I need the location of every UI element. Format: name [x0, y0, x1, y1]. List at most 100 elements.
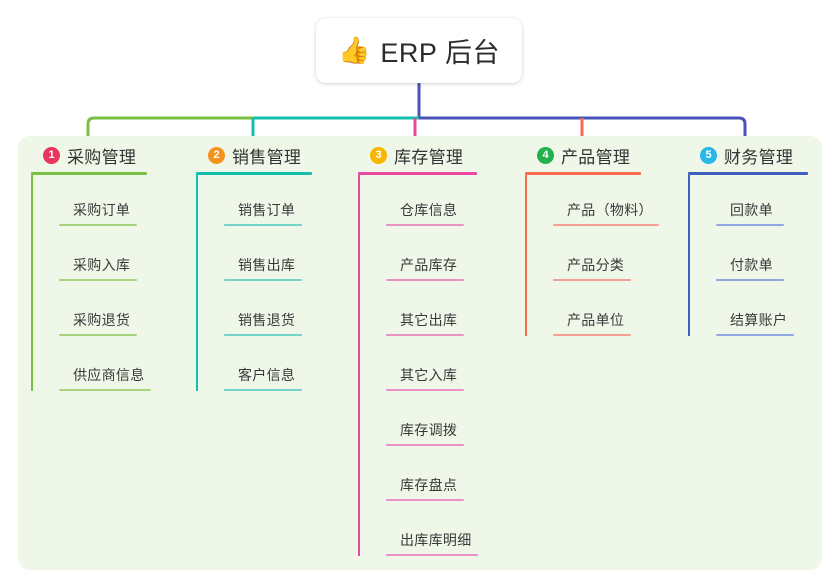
leaf-underline: [553, 224, 659, 226]
leaf-item[interactable]: 其它入库: [386, 340, 477, 395]
leaf-label: 仓库信息: [400, 202, 458, 218]
leaf-underline: [553, 334, 631, 336]
leaf-spine-4: [525, 175, 527, 336]
leaf-underline: [386, 334, 464, 336]
branch-title-4: 产品管理: [561, 147, 631, 167]
leaf-list-1: 采购订单采购入库采购退货供应商信息: [31, 175, 151, 395]
leaf-item[interactable]: 其它出库: [386, 285, 477, 340]
leaf-item[interactable]: 供应商信息: [59, 340, 151, 395]
branch-column-3: 3 库存管理仓库信息产品库存其它出库其它入库库存调拨库存盘点出库库明细: [358, 142, 478, 560]
leaf-underline: [716, 334, 794, 336]
leaf-underline: [386, 279, 464, 281]
branch-badge-1: 1: [43, 146, 60, 164]
leaf-item[interactable]: 结算账户: [716, 285, 808, 340]
leaf-underline: [386, 224, 464, 226]
leaf-list-4: 产品（物料） 产品分类产品单位: [525, 175, 659, 340]
leaf-underline: [386, 389, 464, 391]
leaf-label: 库存盘点: [400, 477, 458, 493]
branch-underline-5: [688, 172, 808, 175]
branch-underline-3: [358, 172, 477, 175]
branch-column-5: 5 财务管理回款单付款单结算账户: [688, 142, 808, 340]
branch-title-2: 销售管理: [232, 147, 302, 167]
leaf-item[interactable]: 付款单: [716, 230, 808, 285]
leaf-item[interactable]: 客户信息: [224, 340, 312, 395]
leaf-label: 产品库存: [400, 257, 458, 273]
leaf-spine-5: [688, 175, 690, 336]
leaf-item[interactable]: 采购订单: [59, 175, 147, 230]
leaf-label: 采购入库: [73, 257, 131, 273]
leaf-underline: [224, 279, 302, 281]
branch-column-2: 2 销售管理销售订单销售出库销售退货客户信息: [196, 142, 312, 395]
leaf-label: 采购退货: [73, 312, 131, 328]
branch-underline-1: [31, 172, 147, 175]
branch-title-1: 采购管理: [67, 147, 137, 167]
branch-column-1: 1 采购管理采购订单采购入库采购退货供应商信息: [31, 142, 151, 395]
leaf-underline: [59, 279, 137, 281]
leaf-spine-3: [358, 175, 360, 556]
branch-header-1[interactable]: 1 采购管理: [31, 142, 147, 168]
leaf-underline: [386, 444, 464, 446]
leaf-underline: [59, 224, 137, 226]
branch-header-4[interactable]: 4 产品管理: [525, 142, 641, 168]
leaf-item[interactable]: 产品单位: [553, 285, 641, 340]
leaf-underline: [716, 279, 784, 281]
leaf-label: 销售订单: [238, 202, 296, 218]
leaf-label: 供应商信息: [73, 367, 145, 383]
leaf-underline: [224, 334, 302, 336]
branch-column-4: 4 产品管理产品（物料） 产品分类产品单位: [525, 142, 659, 340]
leaf-list-2: 销售订单销售出库销售退货客户信息: [196, 175, 312, 395]
branch-title-5: 财务管理: [724, 147, 794, 167]
leaf-label: 采购订单: [73, 202, 131, 218]
leaf-label: 回款单: [730, 202, 773, 218]
leaf-label: 销售退货: [238, 312, 296, 328]
leaf-underline: [386, 499, 464, 501]
branch-badge-5: 5: [700, 146, 717, 164]
leaf-underline: [716, 224, 784, 226]
leaf-item[interactable]: 销售退货: [224, 285, 312, 340]
leaf-list-5: 回款单付款单结算账户: [688, 175, 808, 340]
branch-underline-2: [196, 172, 312, 175]
branch-badge-2: 2: [208, 146, 225, 164]
branch-badge-4: 4: [537, 146, 554, 164]
leaf-underline: [386, 554, 478, 556]
leaf-item[interactable]: 销售订单: [224, 175, 312, 230]
branch-title-3: 库存管理: [394, 147, 464, 167]
root-node[interactable]: 👍 ERP 后台: [316, 18, 522, 83]
leaf-label: 其它出库: [400, 312, 458, 328]
leaf-item[interactable]: 产品库存: [386, 230, 477, 285]
leaf-underline: [59, 334, 137, 336]
branch-badge-3: 3: [370, 146, 387, 164]
leaf-item[interactable]: 库存调拨: [386, 395, 477, 450]
branch-header-2[interactable]: 2 销售管理: [196, 142, 312, 168]
leaf-label: 结算账户: [730, 312, 788, 328]
leaf-label: 销售出库: [238, 257, 296, 273]
leaf-underline: [553, 279, 631, 281]
leaf-item[interactable]: 采购退货: [59, 285, 147, 340]
leaf-item[interactable]: 产品分类: [553, 230, 641, 285]
leaf-item[interactable]: 采购入库: [59, 230, 147, 285]
leaf-item[interactable]: 产品（物料）: [553, 175, 659, 230]
leaf-spine-2: [196, 175, 198, 391]
leaf-spine-1: [31, 175, 33, 391]
leaf-underline: [59, 389, 151, 391]
leaf-item[interactable]: 销售出库: [224, 230, 312, 285]
branch-underline-4: [525, 172, 641, 175]
leaf-label: 产品（物料）: [567, 202, 653, 218]
leaf-list-3: 仓库信息产品库存其它出库其它入库库存调拨库存盘点出库库明细: [358, 175, 478, 560]
leaf-label: 其它入库: [400, 367, 458, 383]
root-title: ERP 后台: [380, 38, 500, 68]
leaf-item[interactable]: 仓库信息: [386, 175, 477, 230]
leaf-label: 产品单位: [567, 312, 625, 328]
leaf-item[interactable]: 回款单: [716, 175, 808, 230]
leaf-label: 产品分类: [567, 257, 625, 273]
leaf-label: 客户信息: [238, 367, 296, 383]
leaf-label: 库存调拨: [400, 422, 458, 438]
branch-header-5[interactable]: 5 财务管理: [688, 142, 808, 168]
leaf-label: 付款单: [730, 257, 773, 273]
leaf-label: 出库库明细: [400, 532, 472, 548]
leaf-item[interactable]: 出库库明细: [386, 505, 478, 560]
leaf-item[interactable]: 库存盘点: [386, 450, 477, 505]
branch-header-3[interactable]: 3 库存管理: [358, 142, 477, 168]
thumbs-up-icon: 👍: [338, 35, 371, 66]
